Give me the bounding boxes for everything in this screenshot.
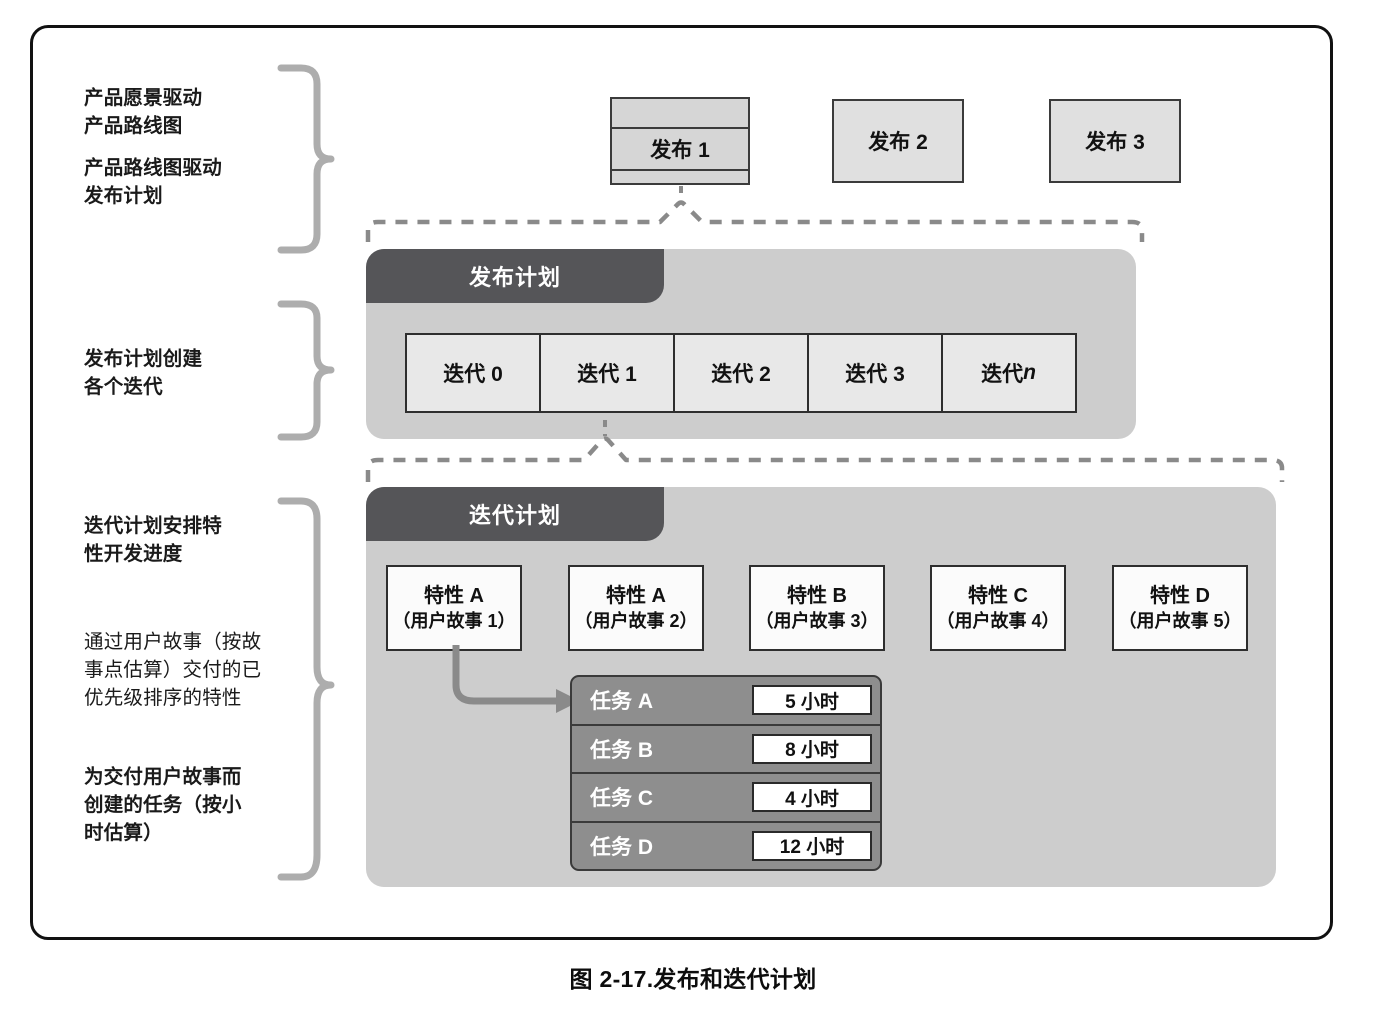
task-label: 任务 D: [590, 835, 653, 859]
task-hours-badge: 5 小时: [752, 685, 872, 716]
feature-subtitle: （用户故事 1）: [392, 610, 516, 631]
iteration-cells-row: 迭代 0 迭代 1 迭代 2 迭代 3 迭代 n: [405, 333, 1077, 413]
release-plan-tab-label: 发布计划: [468, 265, 561, 290]
task-row[interactable]: 任务 B 8 小时: [572, 726, 880, 774]
dashed-connector-release-to-release-plan: [365, 186, 1145, 242]
release-box-band-top: [612, 99, 748, 127]
feature-title: 特性 C: [968, 584, 1028, 607]
annotation-line: 优先级排序的特性: [84, 687, 242, 709]
iteration-cell-label: 迭代: [981, 363, 1024, 386]
task-hours-badge: 12 小时: [752, 830, 872, 861]
feature-subtitle: （用户故事 4）: [936, 610, 1060, 631]
release-box-label: 发布 1: [612, 127, 748, 171]
iteration-plan-tab-label: 迭代计划: [468, 503, 561, 528]
feature-box-1[interactable]: 特性 A （用户故事 1）: [386, 565, 522, 651]
curly-brace-middle: [277, 300, 335, 441]
annotation-line: 创建的任务（按小: [84, 794, 242, 816]
annotation-prioritized-features-by-story-points: 通过用户故事（按故 事点估算）交付的已 优先级排序的特性: [84, 628, 299, 712]
iteration-cell-label: 迭代 3: [845, 363, 905, 386]
curly-brace-top: [277, 64, 335, 254]
annotation-line: 性开发进度: [84, 543, 183, 565]
task-row[interactable]: 任务 C 4 小时: [572, 774, 880, 823]
feature-box-5[interactable]: 特性 D （用户故事 5）: [1112, 565, 1248, 651]
feature-subtitle: （用户故事 5）: [1118, 610, 1242, 631]
feature-box-3[interactable]: 特性 B （用户故事 3）: [749, 565, 885, 651]
feature-subtitle: （用户故事 2）: [574, 610, 698, 631]
dashed-connector-iteration-to-iteration-plan: [365, 420, 1285, 482]
iteration-cell-label-italic: n: [1023, 361, 1036, 384]
feature-title: 特性 D: [1150, 584, 1210, 607]
feature-box-4[interactable]: 特性 C （用户故事 4）: [930, 565, 1066, 651]
annotation-vision-drives-roadmap: 产品愿景驱动 产品路线图 产品路线图驱动 发布计划: [84, 84, 294, 210]
release-box-3[interactable]: 发布 3: [1049, 99, 1181, 183]
iteration-cell-1[interactable]: 迭代 1: [541, 335, 675, 411]
release-box-label: 发布 2: [868, 131, 928, 154]
iteration-cell-label: 迭代 0: [443, 363, 503, 386]
task-label: 任务 C: [590, 787, 653, 811]
task-label: 任务 B: [590, 738, 653, 762]
annotation-tasks-created-for-stories: 为交付用户故事而 创建的任务（按小 时估算）: [84, 763, 299, 847]
release-box-label: 发布 3: [1085, 131, 1145, 154]
iteration-cell-3[interactable]: 迭代 3: [809, 335, 943, 411]
feature-subtitle: （用户故事 3）: [755, 610, 879, 631]
annotation-line: 事点估算）交付的已: [84, 659, 262, 681]
annotation-line: 迭代计划安排特: [84, 515, 222, 537]
figure-caption: 图 2-17.发布和迭代计划: [569, 966, 817, 992]
iteration-cell-n[interactable]: 迭代 n: [943, 335, 1074, 411]
iteration-cell-label: 迭代 1: [577, 363, 637, 386]
annotation-line: 各个迭代: [84, 376, 163, 398]
arrow-feature-to-tasks: [452, 645, 580, 713]
iteration-cell-0[interactable]: 迭代 0: [407, 335, 541, 411]
annotation-iteration-plan-schedules-features: 迭代计划安排特 性开发进度: [84, 512, 294, 568]
iteration-cell-2[interactable]: 迭代 2: [675, 335, 809, 411]
task-row[interactable]: 任务 D 12 小时: [572, 823, 880, 870]
release-box-2[interactable]: 发布 2: [832, 99, 964, 183]
annotation-line: 产品路线图: [84, 115, 183, 137]
curly-brace-bottom: [277, 497, 335, 881]
task-hours-badge: 4 小时: [752, 782, 872, 813]
feature-title: 特性 B: [787, 584, 847, 607]
release-box-1[interactable]: 发布 1: [610, 97, 750, 185]
task-row[interactable]: 任务 A 5 小时: [572, 677, 880, 726]
annotation-release-plan-creates-iterations: 发布计划创建 各个迭代: [84, 345, 294, 401]
iteration-plan-tab: 迭代计划: [366, 487, 664, 541]
feature-title: 特性 A: [606, 584, 666, 607]
feature-box-2[interactable]: 特性 A （用户故事 2）: [568, 565, 704, 651]
task-list: 任务 A 5 小时 任务 B 8 小时 任务 C 4 小时 任务 D 12 小时: [570, 675, 882, 871]
annotation-line: 通过用户故事（按故: [84, 631, 262, 653]
annotation-line: 产品路线图驱动: [84, 157, 222, 179]
annotation-line: 发布计划: [84, 185, 163, 207]
iteration-cell-label: 迭代 2: [711, 363, 771, 386]
task-hours-badge: 8 小时: [752, 733, 872, 764]
annotation-line: 产品愿景驱动: [84, 87, 203, 109]
annotation-line: 时估算）: [84, 822, 163, 844]
feature-title: 特性 A: [424, 584, 484, 607]
release-plan-tab: 发布计划: [366, 249, 664, 303]
annotation-line: 发布计划创建: [84, 348, 203, 370]
task-label: 任务 A: [590, 690, 653, 714]
annotation-line: 为交付用户故事而: [84, 766, 242, 788]
